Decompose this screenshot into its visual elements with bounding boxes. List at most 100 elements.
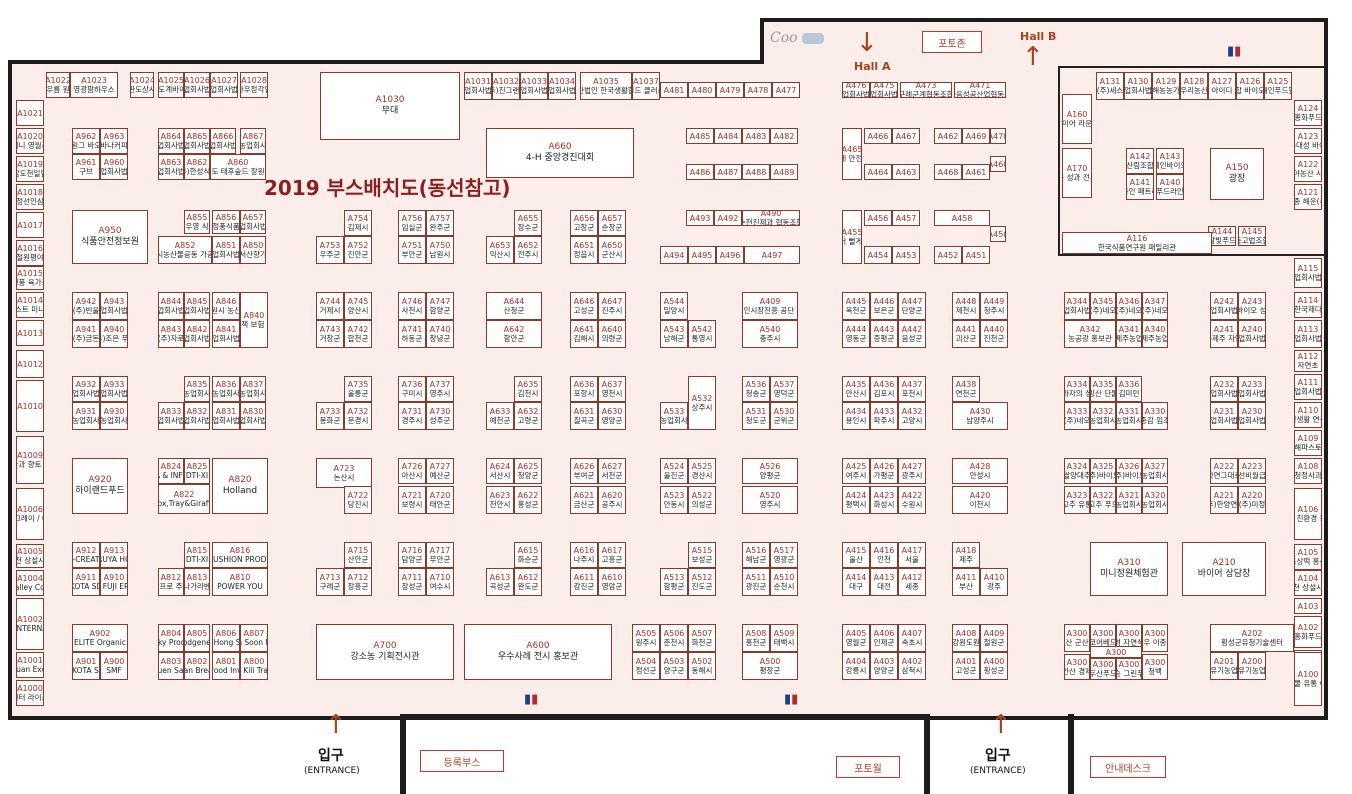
booth-a330[interactable]: A330종감 임조	[1142, 402, 1168, 430]
booth-a466[interactable]: A466	[864, 128, 892, 144]
booth-a862[interactable]: A862(주)한성식품	[184, 154, 210, 180]
booth-a110[interactable]: A110고령생활 연구원	[1294, 402, 1322, 428]
booth-a941[interactable]: A941(주)금돈	[72, 320, 100, 348]
booth-a802[interactable]: A802Kheng Guan Bread Factory	[184, 652, 210, 680]
booth-a1010[interactable]: A1010	[16, 380, 44, 432]
booth-a300e[interactable]: A300안산 경제	[1064, 654, 1090, 680]
booth-a846[interactable]: A846수원시 농산물	[212, 292, 240, 320]
booth-a1019[interactable]: A1019남도천일염	[16, 156, 44, 182]
booth-a489[interactable]: A489	[770, 164, 798, 180]
booth-a844[interactable]: A844농업회사법인	[158, 292, 184, 320]
booth-a933[interactable]: A933농업회사법인	[100, 376, 128, 402]
booth-a913[interactable]: A913TAMARUYA HONTEN	[100, 542, 128, 568]
booth-a230[interactable]: A230농업회사법인	[1238, 402, 1266, 430]
booth-a911[interactable]: A911CAVIA KOTA SDN BHD	[72, 568, 100, 596]
booth-a864[interactable]: A864농업회사법인	[158, 128, 184, 154]
booth-a463[interactable]: A463	[892, 164, 920, 180]
booth-a657[interactable]: A657농업회사법인	[240, 210, 266, 234]
booth-a300[interactable]: A300	[1090, 646, 1142, 658]
booth-a469[interactable]: A469	[962, 128, 990, 144]
booth-a468[interactable]: A468	[934, 164, 962, 180]
booth-a841[interactable]: A841농업회사법인	[212, 320, 240, 348]
booth-a458[interactable]: A458	[934, 210, 990, 226]
booth-a347[interactable]: A347(주)네오	[1142, 292, 1168, 320]
booth-a1033[interactable]: A1033농업회사법인	[520, 72, 548, 100]
booth-a1034[interactable]: A1034농업회사법인	[548, 72, 576, 100]
booth-a233[interactable]: A233농업회사법인	[1238, 376, 1266, 402]
booth-a115[interactable]: A115농업회사법인	[1294, 258, 1322, 288]
booth-a840[interactable]: A840농업정책 보험 금융원	[240, 292, 268, 348]
booth-a831[interactable]: A831농업회사법인	[212, 402, 240, 430]
booth-a1009[interactable]: A1009영구 사과 향토 사업단	[16, 436, 44, 484]
booth-a122[interactable]: A122가야농산 사랑	[1294, 156, 1322, 182]
booth-a910[interactable]: A910Mr. FUJI EPCA	[100, 568, 128, 596]
booth-a842[interactable]: A842농업회사법인	[184, 320, 210, 348]
booth-a333[interactable]: A333(주)네오	[1064, 402, 1090, 430]
booth-a486[interactable]: A486	[686, 164, 714, 180]
booth-a482[interactable]: A482	[770, 128, 798, 144]
booth-a822[interactable]: A822Box,Tray&Giraffe	[158, 484, 210, 514]
booth-a806[interactable]: A806Kee Hong Seng	[212, 624, 240, 652]
booth-a1000[interactable]: A1000신터 라이프	[16, 680, 44, 706]
booth-a322[interactable]: A322영암고추 푸드(주)	[1090, 486, 1116, 514]
booth-a912[interactable]: A912S-CREATE	[72, 542, 100, 568]
booth-a1022[interactable]: A1022아우름 원칙	[46, 72, 70, 98]
booth-a460[interactable]: A460	[990, 156, 1006, 172]
booth-a470[interactable]: A470	[990, 128, 1006, 144]
booth-a1005[interactable]: A1005부천 상설시장	[16, 544, 44, 568]
booth-a855[interactable]: A855정우영 식품	[184, 210, 210, 234]
booth-a1026[interactable]: A1026농업회사법인	[184, 72, 210, 98]
booth-a1012[interactable]: A1012	[16, 350, 44, 378]
booth-a497[interactable]: A497	[744, 246, 800, 264]
booth-a960[interactable]: A960농업회사법인	[100, 154, 128, 180]
